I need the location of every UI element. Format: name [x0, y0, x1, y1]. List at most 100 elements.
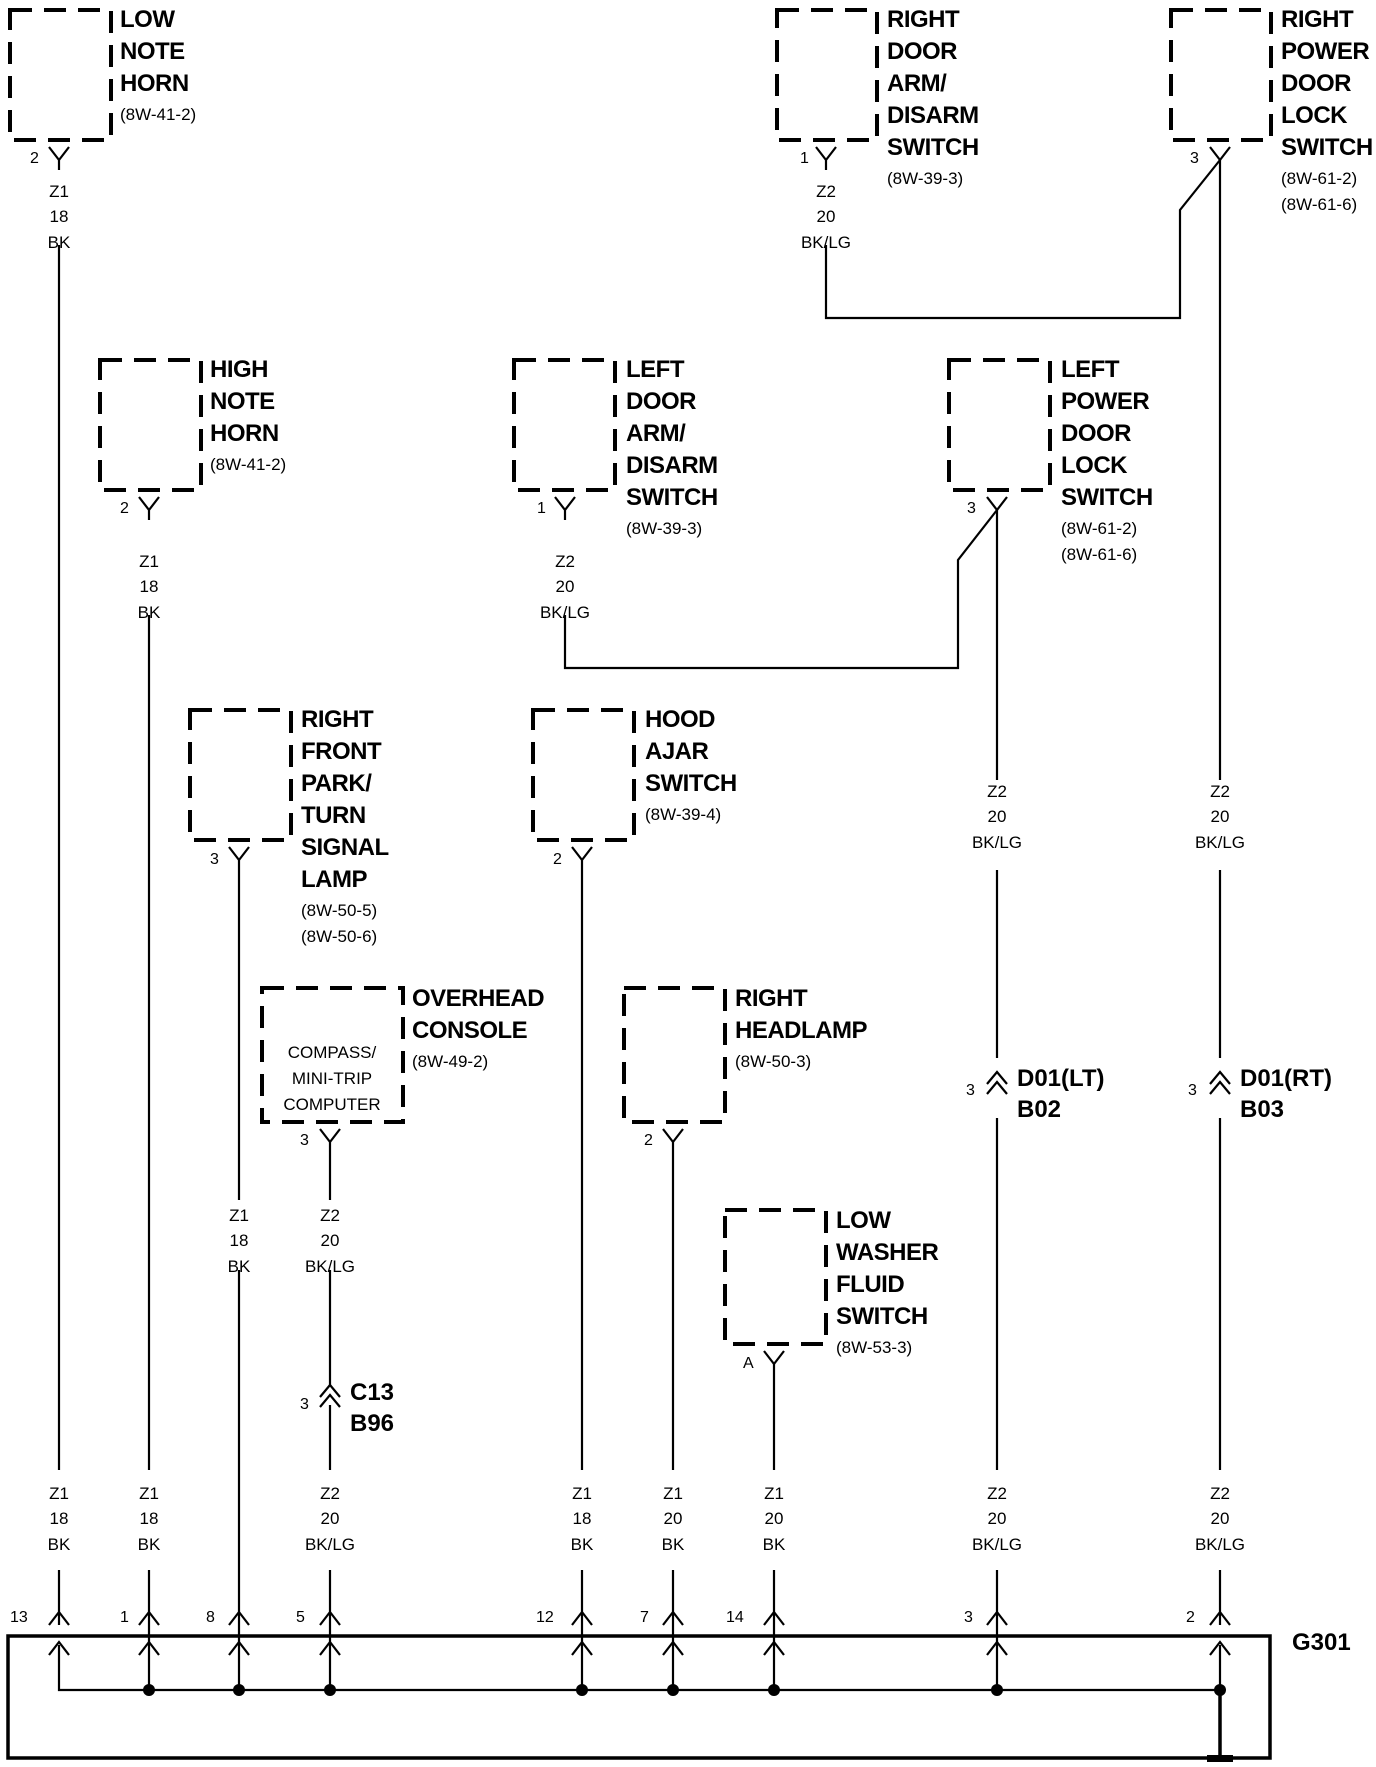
component-name: ARM/ [626, 420, 686, 447]
wire [824, 159, 1221, 320]
component-ref: (8W-39-3) [626, 519, 702, 538]
component-name: RIGHT [301, 706, 374, 733]
connector-name: B02 [1017, 1096, 1061, 1123]
wire-color: BK [48, 233, 71, 252]
connector-name: B96 [350, 1410, 394, 1437]
component-box [531, 708, 636, 842]
ground-box [6, 1634, 1272, 1760]
component-inner-label: MINI-TRIP [292, 1069, 372, 1088]
ground-bus [57, 1645, 1222, 1692]
component-hood-ajar-switch: HOOD AJAR SWITCH (8W-39-4) 2 [531, 706, 737, 868]
wire-circuit: Z2 [816, 182, 836, 201]
component-name: SIGNAL [301, 834, 389, 861]
component-ref: (8W-61-6) [1281, 195, 1357, 214]
pin-number: 2 [553, 851, 562, 868]
ground-pin-symbol [986, 1570, 1008, 1656]
ground-symbol [1207, 1755, 1233, 1762]
pin-number: 8 [206, 1609, 215, 1626]
wire-color: BK [571, 1535, 594, 1554]
component-ref: (8W-49-2) [412, 1052, 488, 1071]
component-inner-label: COMPASS/ [288, 1043, 377, 1062]
component-name: ARM/ [887, 70, 947, 97]
wire-labels: Z1 18 BK Z2 20 BK/LG Z2 20 BK/LG Z1 18 B… [48, 182, 1245, 1554]
component-right-power-door-lock-switch: RIGHT POWER DOOR LOCK SWITCH (8W-61-2) (… [1169, 6, 1373, 214]
component-ref: (8W-50-3) [735, 1052, 811, 1071]
pin-number: 7 [640, 1609, 649, 1626]
wire-color: BK/LG [972, 833, 1022, 852]
component-box [260, 986, 405, 1124]
pin-number: A [743, 1355, 754, 1372]
pin-connector [138, 496, 160, 520]
component-name: RIGHT [1281, 6, 1354, 33]
wire-circuit: Z2 [1210, 1484, 1230, 1503]
inline-connector-symbol [319, 1383, 341, 1408]
pin-connector [228, 846, 250, 870]
component-box [98, 358, 203, 492]
component-name: NOTE [210, 388, 275, 415]
component-name: POWER [1281, 38, 1369, 65]
wire-circuit: Z1 [139, 1484, 159, 1503]
pin-number: 2 [644, 1132, 653, 1149]
wire-gauge: 20 [765, 1509, 784, 1528]
component-name: LAMP [301, 866, 367, 893]
component-right-door-arm-disarm-switch: RIGHT DOOR ARM/ DISARM SWITCH (8W-39-3) … [775, 6, 979, 188]
component-name: DOOR [1061, 420, 1131, 447]
component-name: OVERHEAD [412, 985, 544, 1012]
pin-number: 1 [800, 150, 809, 167]
wire-color: BK [228, 1257, 251, 1276]
pin-number: 3 [1188, 1082, 1197, 1099]
wire-gauge: 18 [140, 1509, 159, 1528]
pin-number: 12 [536, 1609, 554, 1626]
component-left-power-door-lock-switch: LEFT POWER DOOR LOCK SWITCH (8W-61-2) (8… [947, 356, 1153, 564]
wire-color: BK [48, 1535, 71, 1554]
ground-pin-symbol [763, 1570, 785, 1656]
pin-connector [662, 1128, 684, 1152]
ground-pin-symbol [228, 1470, 250, 1656]
pin-number: 2 [1186, 1609, 1195, 1626]
connector-name: C13 [350, 1379, 394, 1406]
component-name: FRONT [301, 738, 382, 765]
component-name: SWITCH [1281, 134, 1373, 161]
pin-number: 1 [537, 500, 546, 517]
component-box [188, 708, 293, 842]
inline-connector-c13: 3 C13 B96 [300, 1379, 394, 1437]
wire-circuit: Z2 [987, 1484, 1007, 1503]
pin-connector [319, 1128, 341, 1152]
component-name: FLUID [836, 1271, 904, 1298]
wire-color: BK/LG [305, 1257, 355, 1276]
pin-number: 13 [10, 1609, 28, 1626]
connector-name: B03 [1240, 1096, 1284, 1123]
component-name: DOOR [626, 388, 696, 415]
component-right-headlamp: RIGHT HEADLAMP (8W-50-3) 2 [622, 985, 868, 1149]
component-ref: (8W-50-6) [301, 927, 377, 946]
wire-color: BK/LG [540, 603, 590, 622]
wire-gauge: 20 [817, 207, 836, 226]
wire-color: BK/LG [801, 233, 851, 252]
component-name: DOOR [887, 38, 957, 65]
wire-color: BK [662, 1535, 685, 1554]
component-name: DOOR [1281, 70, 1351, 97]
wires [57, 159, 1222, 1470]
wire-gauge: 20 [1211, 807, 1230, 826]
pin-number: 3 [967, 500, 976, 517]
component-name: CONSOLE [412, 1017, 528, 1044]
wire-circuit: Z1 [49, 1484, 69, 1503]
pin-number: 3 [300, 1132, 309, 1149]
component-name: LOW [120, 6, 175, 33]
pin-number: 1 [120, 1609, 129, 1626]
pin-connector [571, 846, 593, 870]
component-box [512, 358, 617, 492]
wire-gauge: 20 [988, 1509, 1007, 1528]
component-box [8, 8, 113, 142]
component-ref: (8W-50-5) [301, 901, 377, 920]
wire-gauge: 20 [321, 1231, 340, 1250]
component-box [775, 8, 879, 142]
pin-connector [48, 146, 70, 170]
component-name: RIGHT [887, 6, 960, 33]
component-high-note-horn: HIGH NOTE HORN (8W-41-2) 2 [98, 356, 286, 517]
wire-gauge: 20 [988, 807, 1007, 826]
ground-pin-symbol [1209, 1570, 1231, 1656]
inline-connector-d01-lt: 3 D01(LT) B02 [966, 1065, 1105, 1123]
wire-circuit: Z2 [987, 782, 1007, 801]
